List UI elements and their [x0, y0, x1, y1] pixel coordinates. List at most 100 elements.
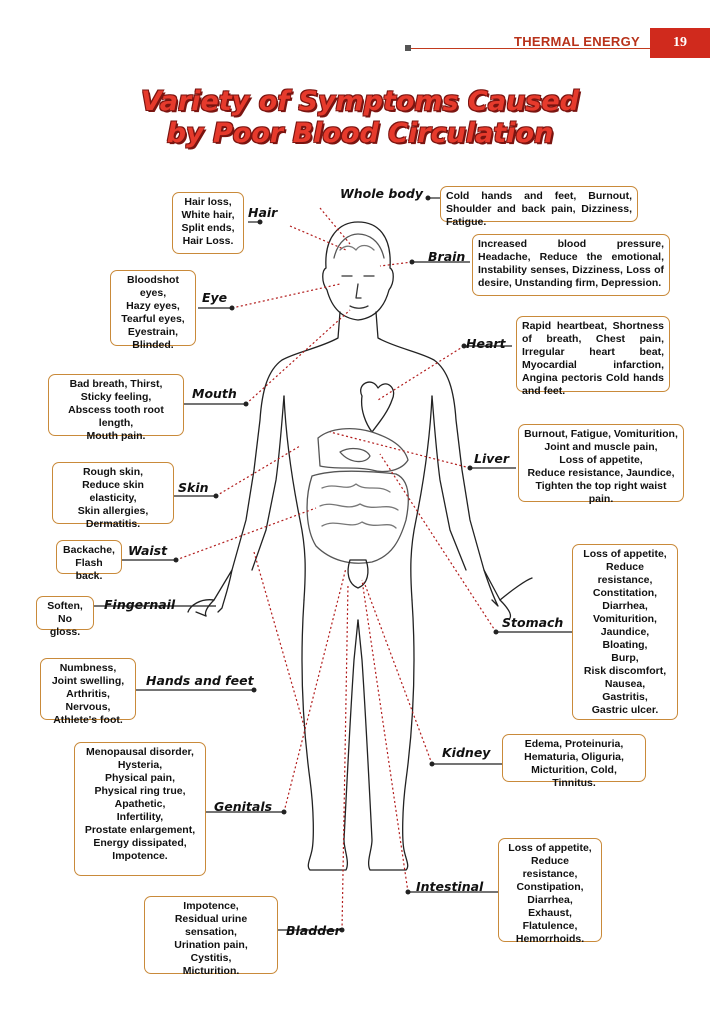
page-title: Variety of Symptoms Caused by Poor Blood… [80, 86, 640, 150]
genitals-symptom: Hysteria, [117, 759, 163, 771]
skin-symptom: Skin allergies, [77, 505, 149, 517]
liver-symptom: Loss of appetite, [559, 454, 643, 466]
box-stomach: Loss of appetite, Reduce resistance, Con… [572, 544, 678, 720]
hands-feet-symptom: Joint swelling, [51, 675, 125, 687]
waist-symptom: Backache, [63, 544, 115, 556]
eye-symptom: Bloodshot eyes, [127, 274, 179, 299]
liver-symptom: Burnout, Fatigue, Vomiturition, [524, 428, 678, 440]
liver-symptom: Joint and muscle pain, [544, 441, 658, 453]
genitals-symptom: Prostate enlargement, [84, 824, 196, 836]
intestinal-symptom: Reduce resistance, [522, 855, 578, 880]
label-heart: Heart [466, 336, 506, 351]
hair-symptom: White hair, [181, 209, 235, 221]
label-brain: Brain [428, 249, 466, 264]
box-hands-feet: Numbness, Joint swelling, Arthritis, Ner… [40, 658, 136, 726]
bladder-symptom: Residual urine sensation, [174, 913, 248, 938]
liver-symptom: Reduce resistance, Jaundice, [527, 467, 675, 479]
genitals-symptom: Physical ring true, [94, 785, 186, 797]
hands-feet-symptom: Athlete's foot. [53, 714, 123, 726]
label-genitals: Genitals [214, 799, 273, 814]
hands-feet-symptom: Arthritis, Nervous, [65, 688, 111, 713]
box-mouth: Bad breath, Thirst, Sticky feeling, Absc… [48, 374, 184, 442]
label-hair: Hair [248, 205, 278, 220]
page-number: 19 [650, 28, 710, 58]
title-line-2: by Poor Blood Circulation [166, 118, 554, 149]
stomach-symptom: Diarrhea, [602, 600, 648, 612]
eye-symptom: Hazy eyes, [126, 300, 180, 312]
stomach-symptom: Burp, [611, 652, 639, 664]
label-whole-body: Whole body [340, 186, 424, 201]
genitals-symptom: Infertility, [116, 811, 164, 823]
genitals-symptom: Energy dissipated, [93, 837, 187, 849]
box-skin: Rough skin, Reduce skin elasticity, Skin… [52, 462, 174, 530]
box-kidney: Edema, Proteinuria, Hematuria, Oliguria,… [502, 734, 646, 789]
bladder-symptom: Micturition. [182, 965, 240, 977]
header-rule-marker [405, 45, 411, 51]
liver-symptom: Tighten the top right waist pain. [535, 480, 667, 505]
leader-dots [173, 195, 499, 933]
stomach-symptom: Nausea, [604, 678, 646, 690]
box-liver: Burnout, Fatigue, Vomiturition, Joint an… [518, 424, 684, 505]
bladder-symptom: Cystitis, [190, 952, 232, 964]
skin-symptom: Rough skin, [82, 466, 144, 478]
stomach-symptom: Vomiturition, [593, 613, 657, 625]
genitals-symptom: Impotence. [112, 850, 168, 862]
box-brain: Increased blood pressure, Headache, Redu… [472, 234, 670, 296]
intestinal-symptom: Loss of appetite, [508, 842, 592, 854]
genitals-symptom: Menopausal disorder, [86, 746, 194, 758]
label-stomach: Stomach [502, 615, 564, 630]
skin-symptom: Dermatitis. [85, 518, 141, 530]
label-eye: Eye [202, 290, 228, 305]
mouth-symptom: Sticky feeling, [80, 391, 152, 403]
box-waist: Backache, Flash back. [56, 540, 122, 582]
stomach-symptom: Reduce resistance, [597, 561, 653, 586]
kidney-symptom: Hematuria, Oliguria, [524, 751, 624, 763]
box-fingernail: Soften, No gloss. [36, 596, 94, 638]
header-rule [408, 48, 654, 49]
box-hair: Hair loss, White hair, Split ends, Hair … [172, 192, 244, 254]
intestinal-symptom: Diarrhea, [527, 894, 573, 906]
box-whole-body: Cold hands and feet, Burnout, Shoulder a… [440, 186, 638, 228]
stomach-symptom: Gastritis, [602, 691, 648, 703]
genitals-symptom: Apathetic, [114, 798, 166, 810]
bladder-symptom: Urination pain, [174, 939, 248, 951]
box-bladder: Impotence, Residual urine sensation, Uri… [144, 896, 278, 977]
stomach-symptom: Jaundice, [600, 626, 650, 638]
kidney-symptom: Micturition, Cold, Tinnitus. [531, 764, 617, 789]
label-hands-feet: Hands and feet [146, 673, 254, 688]
label-intestinal: Intestinal [416, 879, 484, 894]
human-figure-outline [187, 221, 533, 871]
label-mouth: Mouth [192, 386, 237, 401]
box-heart: Rapid heartbeat, Shortness of breath, Ch… [516, 316, 670, 397]
hair-symptom: Hair Loss. [182, 235, 234, 247]
eye-symptom: Eyestrain, [127, 326, 179, 338]
box-eye: Bloodshot eyes, Hazy eyes, Tearful eyes,… [110, 270, 196, 351]
label-kidney: Kidney [442, 745, 491, 760]
mouth-symptom: Abscess tooth root length, [68, 404, 164, 429]
section-title: THERMAL ENERGY [513, 34, 640, 49]
leader-connectors [94, 197, 572, 931]
hands-feet-symptom: Numbness, [59, 662, 117, 674]
hair-symptom: Split ends, [181, 222, 235, 234]
hair-symptom: Hair loss, [184, 196, 232, 208]
intestinal-symptom: Exhaust, [528, 907, 572, 919]
mouth-symptom: Bad breath, Thirst, [69, 378, 163, 390]
label-waist: Waist [128, 543, 168, 558]
waist-symptom: Flash back. [75, 557, 103, 582]
fingernail-symptom: Soften, [47, 600, 83, 612]
skin-symptom: Reduce skin elasticity, [82, 479, 144, 504]
label-liver: Liver [474, 451, 510, 466]
stomach-symptom: Bloating, [602, 639, 648, 651]
mouth-symptom: Mouth pain. [86, 430, 146, 442]
label-bladder: Bladder [286, 923, 341, 938]
intestinal-symptom: Hemorrhoids. [515, 933, 585, 945]
leader-lines [175, 207, 497, 931]
genitals-symptom: Physical pain, [104, 772, 176, 784]
box-genitals: Menopausal disorder, Hysteria, Physical … [74, 742, 206, 876]
eye-symptom: Tearful eyes, [121, 313, 185, 325]
label-skin: Skin [178, 480, 209, 495]
eye-symptom: Blinded. [132, 339, 174, 351]
title-line-1: Variety of Symptoms Caused [140, 86, 580, 117]
stomach-symptom: Constitation, [592, 587, 658, 599]
